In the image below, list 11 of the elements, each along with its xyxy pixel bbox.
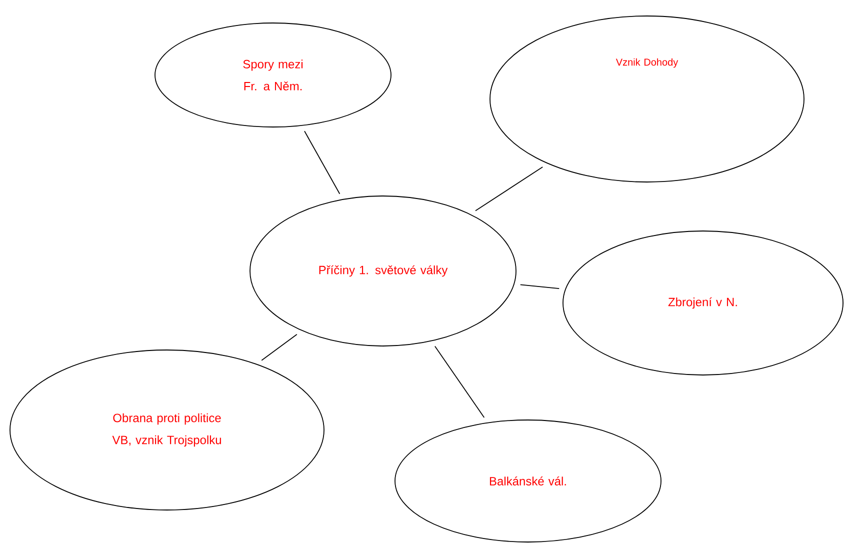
ellipse-node: Obrana proti politice VB, vznik Trojspolku	[10, 350, 324, 510]
connector-line	[475, 166, 544, 212]
ellipse-node: Zbrojení v N.	[562, 230, 844, 376]
ellipse-node: Spory mezi Fr. a Něm.	[154, 22, 392, 128]
ellipse-node: Příčiny 1. světové války	[250, 196, 516, 346]
connector-line	[261, 334, 298, 361]
connector-line	[520, 284, 560, 290]
ellipse-node: Vznik Dohody	[490, 16, 804, 182]
connector-line	[304, 130, 340, 194]
ellipse-node: Balkánské vál.	[394, 420, 662, 542]
connector-line	[434, 346, 485, 418]
